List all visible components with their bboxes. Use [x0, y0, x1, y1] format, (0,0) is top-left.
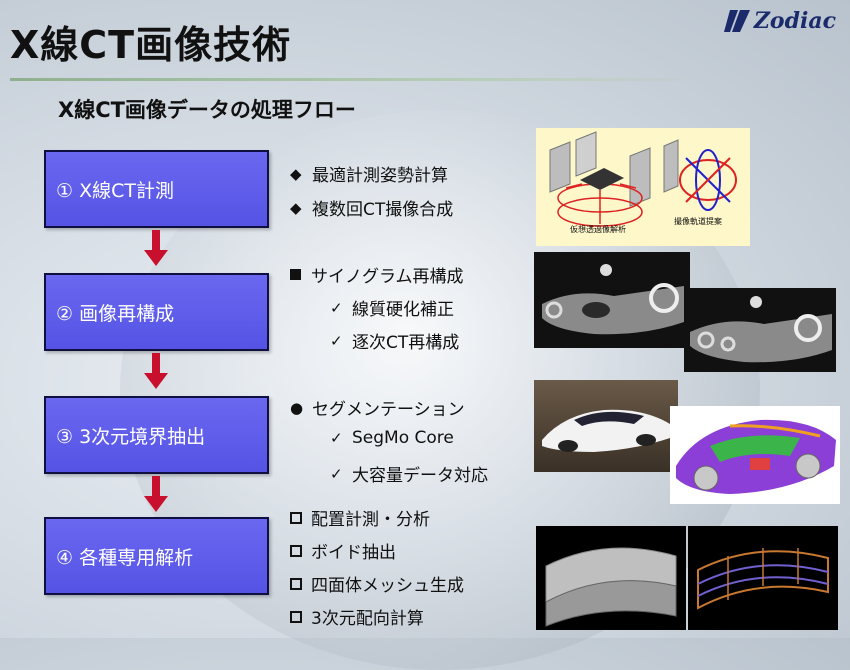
step-box-image-reconstruction: ② 画像再構成: [44, 273, 269, 351]
step-label: ④ 各種専用解析: [56, 546, 194, 569]
ct-diagram-figure: 仮想透過像解析 撮像軌道提案: [549, 131, 737, 234]
slide-subtitle: X線CT画像データの処理フロー: [58, 98, 356, 122]
check-icon: ✓: [330, 429, 343, 447]
sub-bullet-item: ✓大容量データ対応: [330, 464, 488, 487]
zodiac-logo-icon: [723, 10, 750, 32]
car-model-photo: [534, 380, 678, 472]
flow-arrow-icon: [144, 353, 168, 393]
ct-measurement-diagram: 仮想透過像解析 撮像軌道提案: [536, 128, 750, 246]
bullet-item: ◆複数回CT撮像合成: [290, 198, 454, 221]
flow-arrow-icon: [144, 476, 168, 516]
circle-bullet-icon: ●: [290, 398, 304, 417]
bullet-item: サイノグラム再構成: [290, 262, 464, 287]
open-square-bullet-icon: [290, 577, 302, 590]
bullet-item: ボイド抽出: [290, 538, 396, 563]
mesh-figure: [697, 548, 829, 610]
step-label: ③ 3次元境界抽出: [56, 425, 206, 448]
bullet-item: 四面体メッシュ生成: [290, 571, 464, 596]
diamond-bullet-icon: ◆: [290, 198, 302, 217]
car-segmentation-render: [670, 406, 840, 504]
company-logo: Zodiac: [723, 8, 836, 34]
bullet-item: ●セグメンテーション: [290, 398, 465, 421]
mesh-render-1: [536, 526, 686, 630]
check-icon: ✓: [330, 331, 343, 350]
sub-bullet-item: ✓線質硬化補正: [330, 298, 454, 321]
ct-diagram-caption-right: 撮像軌道提案: [674, 216, 722, 226]
ct-slice-figure: [542, 264, 684, 335]
ct-diagram-caption-left: 仮想透過像解析: [570, 224, 626, 234]
sub-bullet-item: ✓逐次CT再構成: [330, 331, 460, 354]
mesh-render-2: [688, 526, 838, 630]
bullet-item: ◆最適計測姿勢計算: [290, 164, 448, 187]
flow-arrow-icon: [144, 230, 168, 270]
open-square-bullet-icon: [290, 610, 302, 623]
step-box-ct-measurement: ① X線CT計測: [44, 150, 269, 228]
bullet-item: 配置計測・分析: [290, 505, 430, 530]
ct-slice-figure: [690, 296, 832, 363]
step-label: ② 画像再構成: [56, 302, 175, 325]
step-box-boundary-extraction: ③ 3次元境界抽出: [44, 396, 269, 474]
check-icon: ✓: [330, 464, 343, 483]
open-square-bullet-icon: [290, 511, 302, 524]
ct-slice-image-1: [534, 252, 690, 348]
diamond-bullet-icon: ◆: [290, 164, 302, 183]
title-underline: [10, 78, 682, 81]
step-box-analysis: ④ 各種専用解析: [44, 517, 269, 595]
mesh-figure: [545, 547, 677, 627]
step-label: ① X線CT計測: [56, 179, 174, 202]
logo-text: Zodiac: [753, 8, 836, 34]
car-photo-figure: [542, 409, 670, 452]
sub-bullet-item: ✓SegMo Core: [330, 428, 454, 448]
open-square-bullet-icon: [290, 544, 302, 557]
ct-slice-image-2: [684, 288, 836, 372]
check-icon: ✓: [330, 298, 343, 317]
page-title: X線CT画像技術: [10, 23, 292, 67]
bullet-item: 3次元配向計算: [290, 604, 424, 629]
filled-square-bullet-icon: [290, 269, 301, 280]
car-segmentation-figure: [676, 419, 836, 494]
